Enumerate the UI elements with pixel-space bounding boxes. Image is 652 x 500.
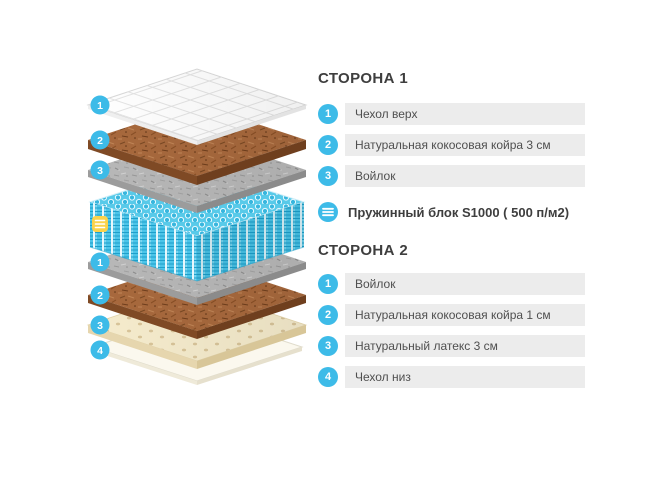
marker-1-side1-label: 1: [97, 100, 103, 112]
marker-3-side1-label: 3: [97, 165, 103, 177]
legend-row-side2-1: 1 Войлок: [318, 273, 585, 295]
item-number-badge: 1: [318, 104, 338, 124]
marker-2-side2-label: 2: [97, 290, 103, 302]
item-number-badge: 2: [318, 305, 338, 325]
item-number-badge: 3: [318, 166, 338, 186]
legend-row-side1-1: 1 Чехол верх: [318, 103, 585, 125]
legend-row-side1-3: 3 Войлок: [318, 165, 585, 187]
legend-row-side2-4: 4 Чехол низ: [318, 366, 585, 388]
marker-3-side2-label: 3: [97, 320, 103, 332]
marker-3-side1: [90, 160, 110, 180]
item-number-badge: 3: [318, 336, 338, 356]
side2-title: СТОРОНА 2: [318, 242, 409, 259]
item-label: Натуральный латекс 3 см: [345, 335, 585, 357]
spring-block-icon: [318, 202, 338, 222]
item-number-badge: 4: [318, 367, 338, 387]
legend-row-side2-3: 3 Натуральный латекс 3 см: [318, 335, 585, 357]
layer-cover-top: [86, 68, 308, 145]
item-number-badge: 2: [318, 135, 338, 155]
spring-block-marker-icon: [92, 216, 108, 232]
marker-1-side2-label: 1: [97, 257, 103, 269]
side1-title: СТОРОНА 1: [318, 70, 409, 87]
item-label: Войлок: [345, 165, 585, 187]
diagram-markers: 1 2 3 1 2 3 4: [90, 95, 110, 360]
legend-row-side2-2: 2 Натуральная кокосовая койра 1 см: [318, 304, 585, 326]
legend: СТОРОНА 1 1 Чехол верх 2 Натуральная кок…: [318, 70, 598, 470]
marker-2-side1-label: 2: [97, 135, 103, 147]
legend-row-spring-block: Пружинный блок S1000 ( 500 п/м2): [318, 201, 569, 223]
mattress-exploded-diagram: 1 2 3 1 2 3 4: [86, 68, 308, 385]
item-label: Натуральная кокосовая койра 1 см: [345, 304, 585, 326]
item-label: Чехол низ: [345, 366, 585, 388]
marker-3-side2: [90, 315, 110, 335]
legend-row-side1-2: 2 Натуральная кокосовая койра 3 см: [318, 134, 585, 156]
marker-4-side2: [90, 340, 110, 360]
marker-1-side1: [90, 95, 110, 115]
marker-2-side2: [90, 285, 110, 305]
item-label: Натуральная кокосовая койра 3 см: [345, 134, 585, 156]
item-label: Чехол верх: [345, 103, 585, 125]
marker-4-side2-label: 4: [97, 345, 103, 357]
spring-block-label: Пружинный блок S1000 ( 500 п/м2): [348, 204, 570, 220]
marker-1-side2: [90, 252, 110, 272]
item-number-badge: 1: [318, 274, 338, 294]
marker-2-side1: [90, 130, 110, 150]
item-label: Войлок: [345, 273, 585, 295]
